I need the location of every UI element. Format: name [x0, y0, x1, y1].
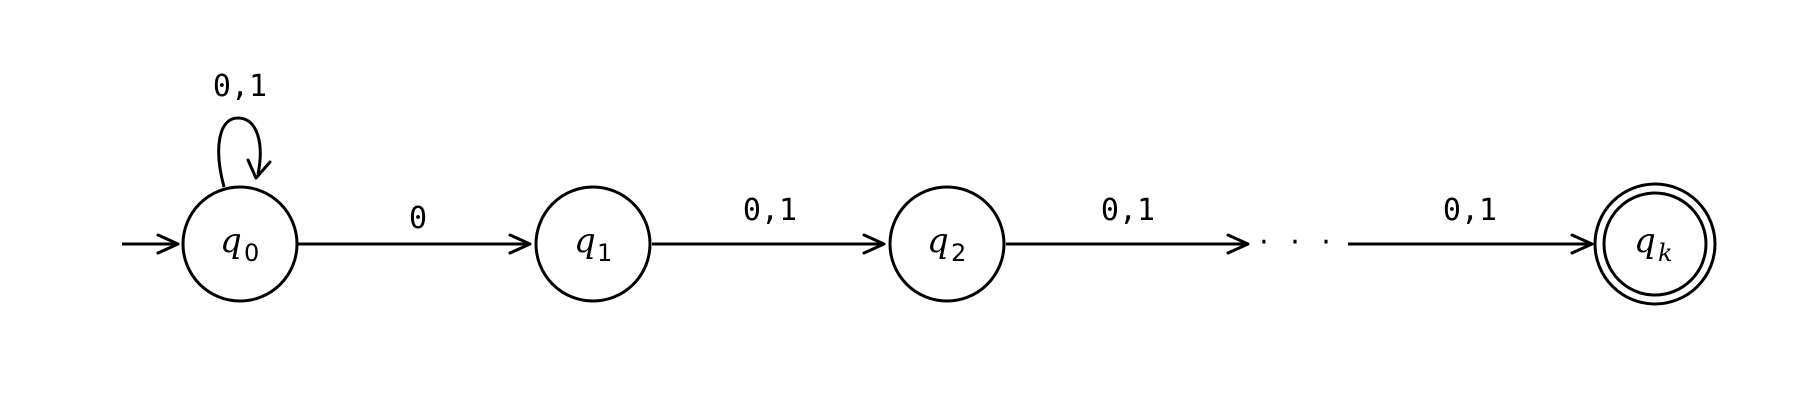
state-qk-subscript: k [1658, 239, 1673, 267]
state-qk-letter: q [1634, 221, 1656, 261]
transition-ellipsis-qk [1348, 233, 1594, 255]
transition-q2-ellipsis [1006, 233, 1250, 255]
state-q1-letter: q [574, 221, 596, 261]
transition-q1-q2 [652, 233, 886, 255]
transition-label-q0-q1: 0 [409, 201, 427, 236]
state-qk: q k [1593, 182, 1717, 306]
ellipsis: · · · [1259, 225, 1337, 260]
transition-label-q1-q2: 0,1 [743, 193, 797, 228]
state-q2-letter: q [927, 221, 949, 261]
transition-label-q2-ellipsis: 0,1 [1101, 193, 1155, 228]
transition-label-q0-self: 0,1 [213, 69, 267, 104]
state-q1-subscript: 1 [597, 239, 612, 267]
state-q0: q 0 [181, 185, 299, 303]
state-q0-subscript: 0 [244, 239, 259, 267]
transition-q0-q1 [298, 233, 532, 255]
state-q0-letter: q [220, 221, 242, 261]
transition-q0-self-loop [217, 116, 272, 188]
transition-label-ellipsis-qk: 0,1 [1443, 193, 1497, 228]
state-q1: q 1 [534, 185, 652, 303]
state-q2-subscript: 2 [951, 239, 966, 267]
initial-arrow [122, 233, 180, 255]
state-q2: q 2 [888, 185, 1006, 303]
